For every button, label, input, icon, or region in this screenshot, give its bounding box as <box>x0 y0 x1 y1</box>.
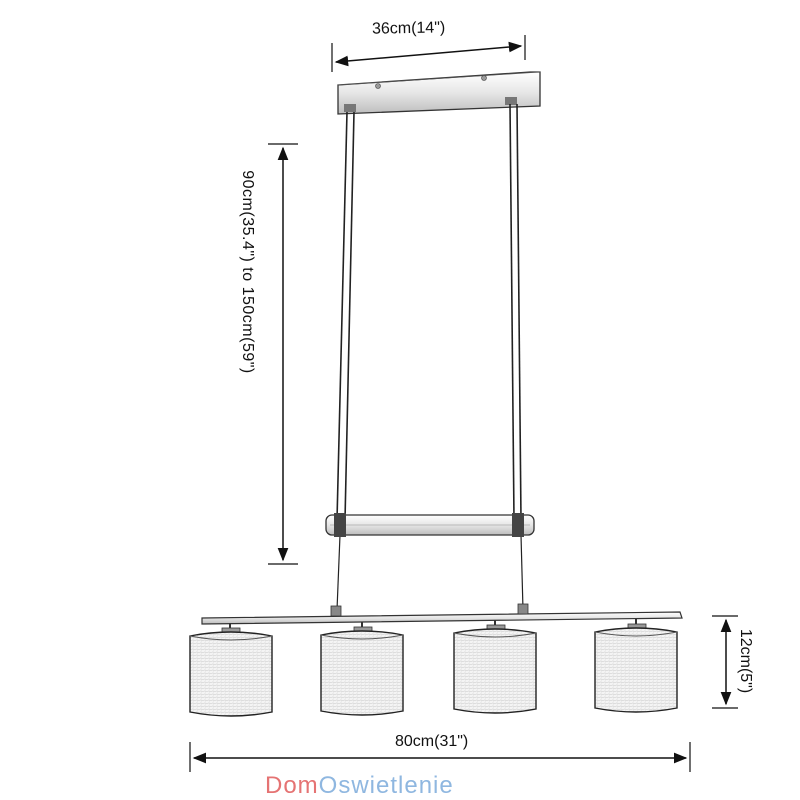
brand-part-2: Oswietlenie <box>318 772 454 799</box>
suspension-cables <box>336 103 524 611</box>
lamp-shade-1 <box>189 623 273 717</box>
lamp-shade-2 <box>320 622 404 716</box>
height-range-label: 90cm(35.4") to 150cm(59") <box>239 170 256 374</box>
brand-part-1: Dom <box>265 772 319 799</box>
shade-height-dimension <box>712 615 738 709</box>
total-width-dimension <box>189 742 691 772</box>
total-width-label: 80cm(31") <box>395 733 469 750</box>
lamp-shade-3 <box>453 620 537 714</box>
lamp-rail <box>201 603 683 625</box>
adjuster-bar <box>325 513 535 537</box>
top-width-dimension <box>331 35 526 72</box>
top-width-label: 36cm(14") <box>371 19 446 38</box>
lamp-shade-4 <box>594 619 678 713</box>
height-dimension <box>268 143 298 565</box>
ceiling-canopy <box>337 71 541 115</box>
shade-height-label: 12cm(5") <box>737 628 754 694</box>
brand-logo: DomOswietlenie <box>265 772 454 800</box>
